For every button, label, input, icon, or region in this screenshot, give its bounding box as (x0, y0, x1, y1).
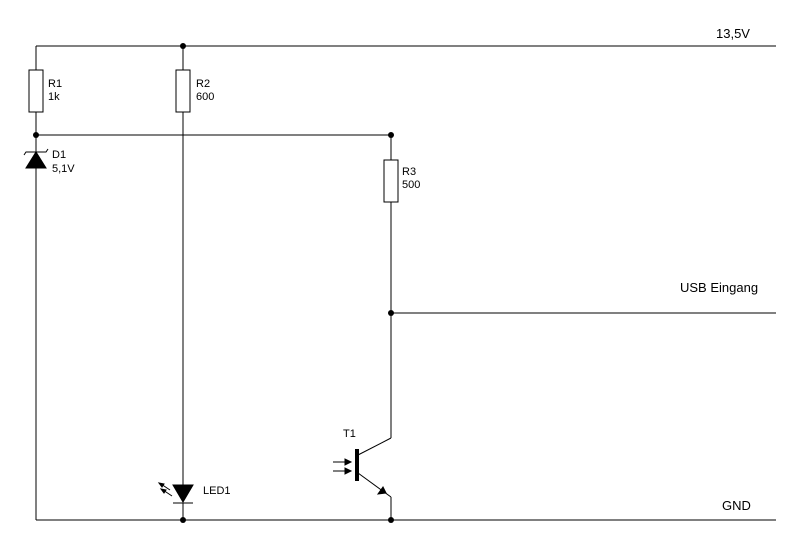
r2-ref-label: R2 (196, 78, 210, 90)
r2-value-label: 600 (196, 91, 214, 103)
r1-value-label: 1k (48, 91, 60, 103)
led1-ref-label: LED1 (203, 485, 231, 497)
r1-resistor (28, 69, 44, 113)
junction-dot (33, 132, 39, 138)
t1-light-arrows-icon (333, 458, 353, 475)
led1-diode (172, 484, 194, 503)
junction-dot (180, 43, 186, 49)
r1-ref-label: R1 (48, 78, 62, 90)
junction-dot (180, 517, 186, 523)
usb-input-label: USB Eingang (680, 280, 758, 295)
r3-resistor (383, 159, 399, 203)
junction-dot (388, 132, 394, 138)
r3-value-label: 500 (402, 179, 420, 191)
r3-ref-label: R3 (402, 166, 416, 178)
t1-emitter-arrow (376, 486, 387, 495)
supply-rail-label: 13,5V (716, 26, 750, 41)
t1-collector-lead (357, 437, 392, 456)
junction-dot (388, 517, 394, 523)
t1-ref-label: T1 (343, 428, 356, 440)
d1-zener-bar (23, 148, 49, 156)
d1-ref-label: D1 (52, 149, 66, 161)
junction-dot (388, 310, 394, 316)
d1-zener-diode (25, 151, 47, 169)
d1-value-label: 5,1V (52, 163, 75, 175)
led1-light-arrows-icon (157, 482, 173, 497)
r2-resistor (175, 69, 191, 113)
ground-rail-label: GND (722, 498, 751, 513)
